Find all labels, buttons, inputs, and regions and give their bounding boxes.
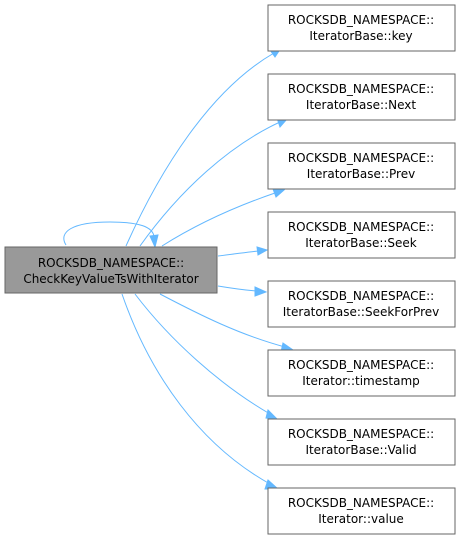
source-node-namespace: ROCKSDB_NAMESPACE::: [38, 256, 184, 270]
node-iterator-timestamp[interactable]: ROCKSDB_NAMESPACE:: Iterator::timestamp: [267, 349, 456, 397]
node-function-label: IteratorBase::Valid: [305, 443, 416, 457]
node-namespace-label: ROCKSDB_NAMESPACE::: [288, 13, 434, 27]
edge-to-iteratorbase-seekforprev: [217, 285, 268, 297]
node-namespace-label: ROCKSDB_NAMESPACE::: [288, 358, 434, 372]
node-iteratorbase-next[interactable]: ROCKSDB_NAMESPACE:: IteratorBase::Next: [267, 73, 456, 121]
node-function-label: Iterator::value: [318, 512, 404, 526]
node-function-label: Iterator::timestamp: [302, 374, 420, 388]
node-iteratorbase-prev[interactable]: ROCKSDB_NAMESPACE:: IteratorBase::Prev: [267, 142, 456, 190]
node-iteratorbase-seek[interactable]: ROCKSDB_NAMESPACE:: IteratorBase::Seek: [267, 211, 456, 259]
node-function-label: IteratorBase::key: [309, 29, 412, 43]
edge-to-iteratorbase-seek: [217, 246, 269, 257]
edge-to-iteratorbase-valid: [134, 293, 279, 420]
source-node-function: CheckKeyValueTsWithIterator: [23, 272, 198, 286]
node-namespace-label: ROCKSDB_NAMESPACE::: [288, 82, 434, 96]
node-function-label: IteratorBase::Seek: [305, 236, 417, 250]
node-namespace-label: ROCKSDB_NAMESPACE::: [288, 427, 434, 441]
node-namespace-label: ROCKSDB_NAMESPACE::: [288, 220, 434, 234]
node-namespace-label: ROCKSDB_NAMESPACE::: [288, 289, 434, 303]
edge-self-loop: [63, 221, 159, 249]
node-iteratorbase-valid[interactable]: ROCKSDB_NAMESPACE:: IteratorBase::Valid: [267, 418, 456, 466]
node-iteratorbase-key[interactable]: ROCKSDB_NAMESPACE:: IteratorBase::key: [267, 4, 456, 52]
node-iterator-value[interactable]: ROCKSDB_NAMESPACE:: Iterator::value: [267, 487, 456, 535]
node-function-label: IteratorBase::Prev: [307, 167, 415, 181]
node-iteratorbase-seekforprev[interactable]: ROCKSDB_NAMESPACE:: IteratorBase::SeekFo…: [267, 280, 456, 328]
node-namespace-label: ROCKSDB_NAMESPACE::: [288, 496, 434, 510]
edge-to-iteratorbase-next: [139, 117, 289, 247]
node-namespace-label: ROCKSDB_NAMESPACE::: [288, 151, 434, 165]
edge-to-iterator-value: [121, 293, 280, 490]
node-function-label: IteratorBase::SeekForPrev: [283, 305, 439, 319]
node-function-label: IteratorBase::Next: [306, 98, 416, 112]
edge-to-iteratorbase-key: [125, 47, 283, 247]
source-node[interactable]: ROCKSDB_NAMESPACE:: CheckKeyValueTsWithI…: [4, 246, 218, 294]
